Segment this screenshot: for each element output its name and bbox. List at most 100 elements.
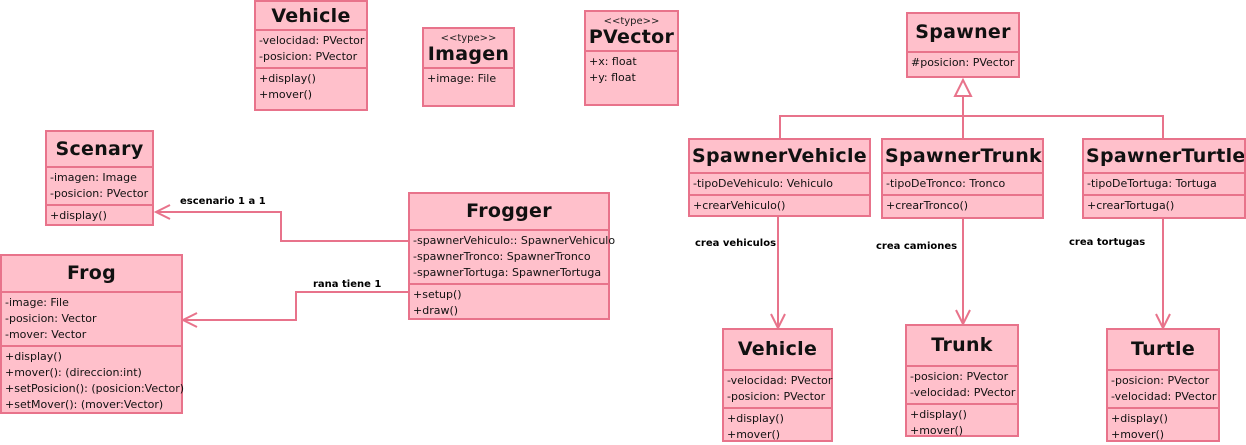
method: +display() [259, 72, 316, 85]
attribute: #posicion: PVector [911, 56, 1015, 69]
label-crea-vehiculos: crea vehiculos [695, 238, 777, 249]
class-header: Trunk [907, 326, 1017, 367]
class-imagen: <<type>> Imagen +image: File [422, 27, 515, 107]
class-header: Vehicle [724, 330, 831, 371]
class-spawner-vehicle: SpawnerVehicle -tipoDeVehiculo: Vehiculo… [688, 138, 871, 217]
attributes-section: -imagen: Image -posicion: PVector [47, 168, 152, 206]
attribute: -image: File [5, 296, 69, 309]
attribute: +x: float [589, 55, 637, 68]
method: +mover(): (direccion:int) [5, 366, 142, 379]
class-name: PVector [588, 26, 675, 48]
class-header: Spawner [908, 14, 1018, 53]
stereotype: <<type>> [603, 16, 660, 27]
method: +mover() [727, 428, 781, 441]
methods-section: +display() +mover(): (direccion:int) +se… [2, 347, 185, 415]
arrowhead-vehicle [770, 313, 786, 331]
attributes-section: -tipoDeTortuga: Tortuga [1084, 174, 1244, 196]
attribute: -spawnerTronco: SpawnerTronco [413, 250, 591, 263]
methods-section: +setup() +draw() [410, 285, 608, 321]
association-frogger-scenary [156, 211, 410, 242]
class-name: SpawnerVehicle [692, 145, 867, 167]
generalization-spawnervehicle [779, 115, 963, 140]
class-spawner-trunk: SpawnerTrunk -tipoDeTronco: Tronco +crea… [881, 138, 1044, 219]
attribute: -tipoDeTortuga: Tortuga [1087, 177, 1217, 190]
class-frog: Frog -image: File -posicion: Vector -mov… [0, 254, 185, 415]
class-spawner: Spawner #posicion: PVector [906, 12, 1020, 78]
attributes-section: -posicion: PVector -velocidad: PVector [907, 367, 1017, 405]
label-rana: rana tiene 1 [313, 279, 382, 290]
class-spawner-turtle: SpawnerTurtle -tipoDeTortuga: Tortuga +c… [1082, 138, 1246, 219]
class-name: Scenary [55, 138, 144, 160]
class-name: Turtle [1130, 338, 1196, 360]
method: +draw() [413, 304, 459, 317]
methods-section: +crearTronco() [883, 196, 1042, 216]
generalization-spawnerturtle [963, 115, 1164, 140]
attribute: -tipoDeVehiculo: Vehiculo [693, 177, 834, 190]
attributes-section: +x: float +y: float [586, 52, 677, 88]
arrowhead-frog [180, 312, 198, 328]
attribute: -spawnerVehiculo:: SpawnerVehiculo [413, 234, 616, 247]
arrowhead-trunk [955, 309, 971, 327]
method: +crearVehiculo() [693, 199, 786, 212]
attribute: -velocidad: PVector [259, 34, 365, 47]
method: +crearTronco() [886, 199, 969, 212]
class-header: Frogger [410, 194, 608, 231]
method: +display() [727, 412, 784, 425]
attributes-section: -image: File -posicion: Vector -mover: V… [2, 293, 181, 347]
stereotype: <<type>> [440, 33, 497, 44]
attributes-section: +image: File [424, 69, 513, 89]
methods-section: +display() +mover() [1108, 409, 1218, 445]
generalization-triangle [953, 77, 973, 97]
class-turtle: Turtle -posicion: PVector -velocidad: PV… [1106, 328, 1220, 442]
method: +mover() [1111, 428, 1165, 441]
arrowhead-turtle [1155, 313, 1171, 331]
method: +display() [1111, 412, 1168, 425]
attributes-section: -tipoDeVehiculo: Vehiculo [690, 174, 869, 196]
class-header: <<type>> Imagen [424, 29, 513, 69]
attribute: -posicion: PVector [259, 50, 358, 63]
class-header: Turtle [1108, 330, 1218, 371]
class-scenary: Scenary -imagen: Image -posicion: PVecto… [45, 130, 154, 226]
class-frogger: Frogger -spawnerVehiculo:: SpawnerVehicu… [408, 192, 616, 321]
class-vehicle-top: Vehicle -velocidad: PVector -posicion: P… [254, 0, 368, 111]
class-name: Trunk [931, 334, 993, 356]
method: +setup() [413, 288, 462, 301]
attribute: -posicion: PVector [50, 187, 149, 200]
arrowhead-scenary [153, 204, 171, 220]
attributes-section: -tipoDeTronco: Tronco [883, 174, 1042, 196]
class-header: SpawnerTurtle [1084, 140, 1244, 174]
class-name: SpawnerTrunk [885, 145, 1042, 167]
class-header: Frog [2, 256, 181, 293]
class-name: Vehicle [737, 338, 818, 360]
class-header: SpawnerVehicle [690, 140, 869, 174]
attribute: +image: File [427, 72, 497, 85]
attribute: -posicion: Vector [5, 312, 97, 325]
attributes-section: -velocidad: PVector -posicion: PVector [724, 371, 833, 409]
methods-section: +display() +mover() [724, 409, 831, 445]
method: +mover() [910, 424, 964, 437]
label-escenario: escenario 1 a 1 [180, 196, 266, 207]
class-name: Spawner [915, 21, 1011, 43]
association-frogger-frog [183, 291, 410, 321]
attributes-section: -spawnerVehiculo:: SpawnerVehiculo -spaw… [410, 231, 616, 285]
attribute: -velocidad: PVector [1111, 390, 1217, 403]
method: +setPosicion(): (posicion:Vector) [5, 382, 185, 395]
attribute: -mover: Vector [5, 328, 87, 341]
class-name: Frog [67, 262, 116, 284]
class-vehicle-bottom: Vehicle -velocidad: PVector -posicion: P… [722, 328, 833, 442]
method: +mover() [259, 88, 313, 101]
method: +setMover(): (mover:Vector) [5, 398, 164, 411]
class-name: Imagen [427, 43, 510, 65]
attributes-section: #posicion: PVector [908, 53, 1018, 73]
attribute: -posicion: PVector [727, 390, 826, 403]
attribute: +y: float [589, 71, 636, 84]
methods-section: +crearTortuga() [1084, 196, 1244, 216]
attribute: -posicion: PVector [910, 370, 1009, 383]
class-header: Scenary [47, 132, 152, 168]
class-header: Vehicle [256, 2, 366, 31]
attribute: -spawnerTortuga: SpawnerTortuga [413, 266, 602, 279]
attribute: -velocidad: PVector [727, 374, 833, 387]
methods-section: +crearVehiculo() [690, 196, 869, 216]
attributes-section: -velocidad: PVector -posicion: PVector [256, 31, 366, 69]
methods-section: +display() [47, 206, 152, 226]
